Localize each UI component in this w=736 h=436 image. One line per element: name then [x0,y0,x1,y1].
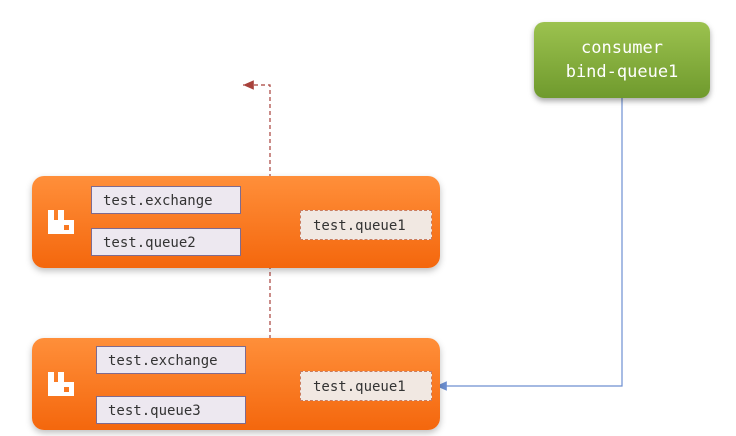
consumer-node[interactable]: consumer bind-queue1 [534,22,710,98]
queue-label: test.queue2 [91,228,241,256]
exchange-label: test.exchange [96,346,246,374]
consumer-label: consumer [581,38,663,58]
mirrored-queue-label: test.queue1 [300,210,432,240]
mirrored-queue-label: test.queue1 [300,371,432,401]
rabbitmq-logo-icon [48,372,74,396]
rabbitmq-logo-icon [48,210,74,234]
queue-label: test.queue3 [96,396,246,424]
broker-node-2[interactable]: test.exchange test.queue3 test.queue1 [32,338,440,430]
consumer-binding-line [436,98,623,391]
broker-node-1[interactable]: test.exchange test.queue2 test.queue1 [32,176,440,268]
exchange-label: test.exchange [91,186,241,214]
consumer-binding-label: bind-queue1 [565,62,679,82]
